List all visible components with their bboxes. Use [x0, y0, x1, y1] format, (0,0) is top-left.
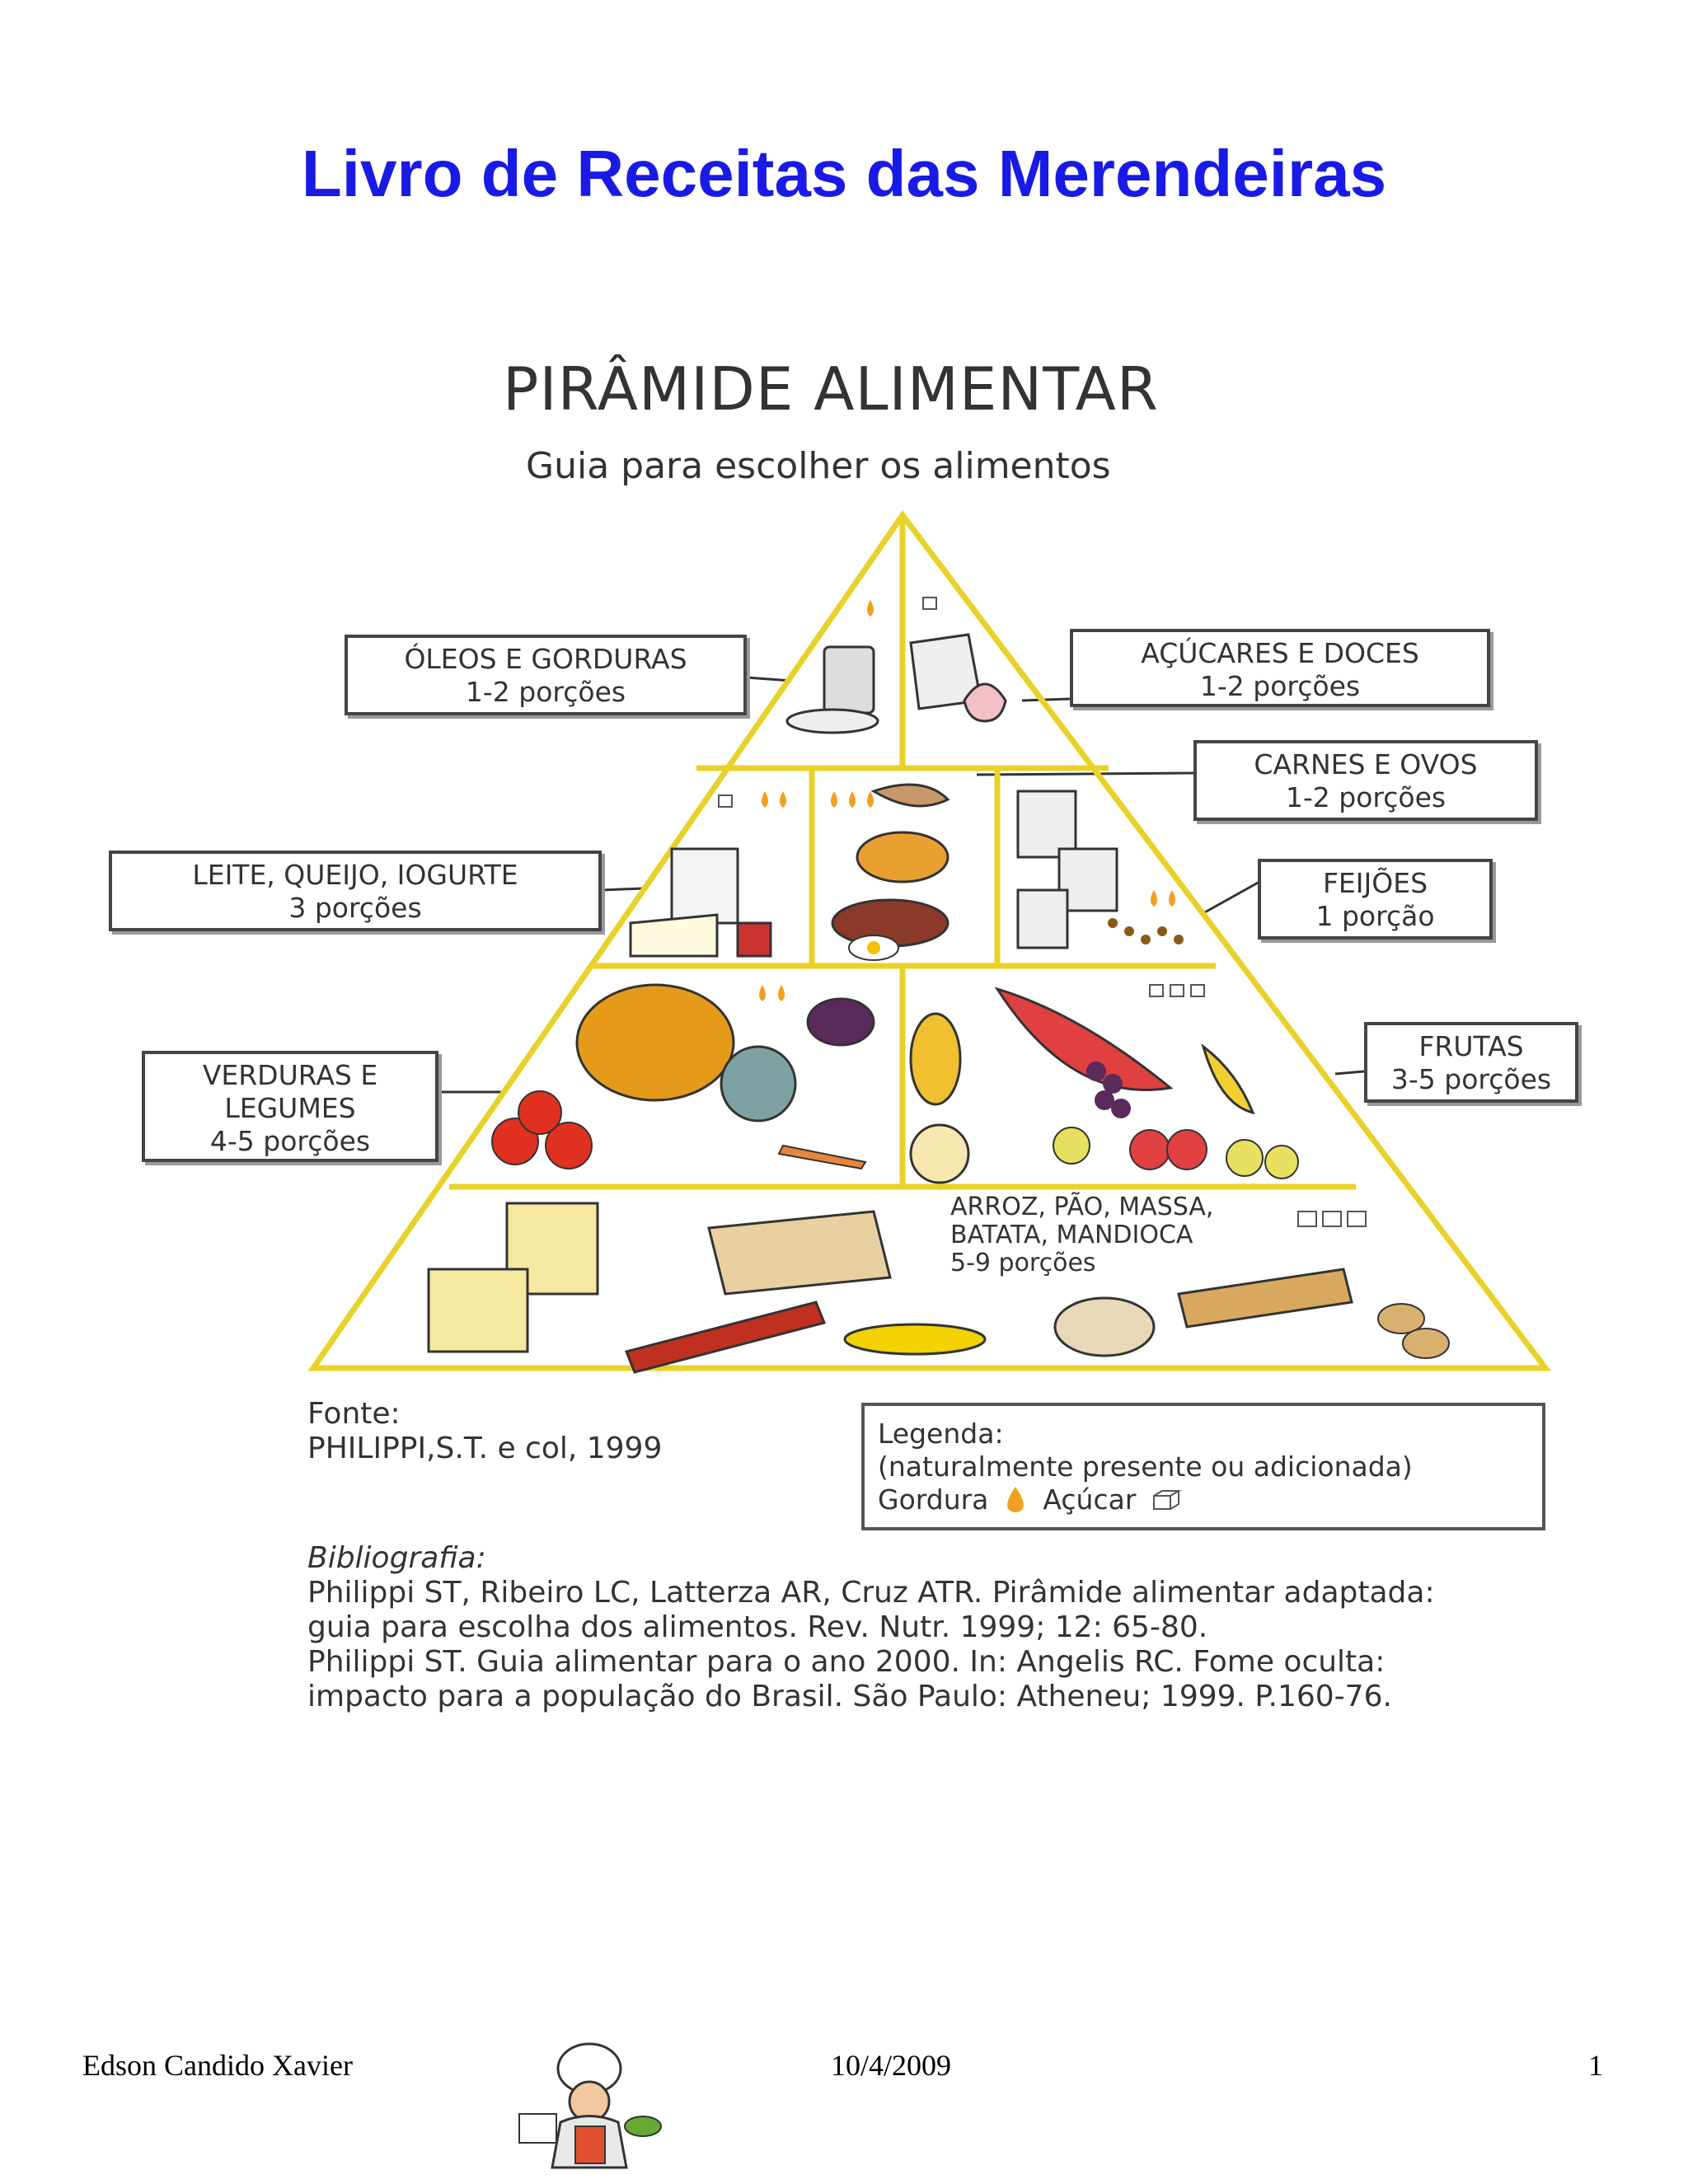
footer-page-number: 1 [1588, 2048, 1603, 2083]
grains-portions: 5-9 porções [950, 1249, 1278, 1277]
source-citation: Fonte: PHILIPPI,S.T. e col, 1999 [307, 1397, 662, 1466]
dairy-illustration [631, 849, 771, 956]
dairy-name: LEITE, QUEIJO, IOGURTE [112, 859, 598, 892]
beans-name: FEIJÕES [1261, 867, 1489, 900]
bibliography: Bibliografia: Philippi ST, Ribeiro LC, L… [307, 1541, 1643, 1714]
label-oils-fats: ÓLEOS E GORDURAS 1-2 porções [345, 635, 747, 715]
label-fruits: FRUTAS 3-5 porções [1364, 1022, 1578, 1103]
sugars-portions: 1-2 porções [1073, 670, 1487, 703]
meat-portions: 1-2 porções [1197, 781, 1535, 814]
sugar-cube-icon [1151, 1488, 1184, 1512]
footer-author: Edson Candido Xavier [82, 2048, 353, 2083]
chef-mascot-icon [503, 2036, 676, 2176]
label-vegetables: VERDURAS E LEGUMES 4-5 porções [142, 1051, 438, 1162]
legend-title: Legenda: [878, 1418, 1529, 1451]
beans-portions: 1 porção [1261, 900, 1489, 933]
grains-line1: ARROZ, PÃO, MASSA, [950, 1193, 1278, 1221]
source-text: PHILIPPI,S.T. e col, 1999 [307, 1432, 662, 1466]
bibliography-line: guia para escolha dos alimentos. Rev. Nu… [307, 1610, 1643, 1645]
bibliography-line: Philippi ST. Guia alimentar para o ano 2… [307, 1645, 1643, 1680]
legend-sugar-label: Açúcar [1043, 1483, 1136, 1516]
vegetables-line1: VERDURAS E [145, 1059, 435, 1092]
meat-name: CARNES E OVOS [1197, 748, 1535, 781]
sugar-sweets-illustration [911, 635, 1006, 721]
label-meat-eggs: CARNES E OVOS 1-2 porções [1193, 740, 1538, 821]
vegetables-portions: 4-5 porções [145, 1125, 435, 1158]
drop-icon [1003, 1485, 1028, 1515]
label-beans: FEIJÕES 1 porção [1258, 859, 1493, 940]
legend-box: Legenda: (naturalmente presente ou adici… [861, 1403, 1545, 1530]
bibliography-line: impacto para a população do Brasil. São … [307, 1680, 1643, 1714]
legend-fat-label: Gordura [878, 1483, 988, 1516]
grains-line2: BATATA, MANDIOCA [950, 1221, 1278, 1249]
oils-name: ÓLEOS E GORDURAS [348, 643, 743, 676]
vegetables-line2: LEGUMES [145, 1092, 435, 1125]
sugars-name: AÇÚCARES E DOCES [1073, 637, 1487, 670]
vegetables-illustration [492, 985, 874, 1169]
legend-row: Gordura Açúcar [878, 1483, 1529, 1516]
label-sugars-sweets: AÇÚCARES E DOCES 1-2 porções [1070, 629, 1490, 707]
beans-illustration [1018, 791, 1184, 948]
grains-illustration [429, 1203, 1449, 1372]
fruits-illustration [911, 989, 1298, 1183]
source-label: Fonte: [307, 1397, 662, 1432]
legend-note: (naturalmente presente ou adicionada) [878, 1451, 1529, 1483]
dairy-portions: 3 porções [112, 892, 598, 925]
meat-eggs-illustration [832, 785, 948, 960]
label-dairy: LEITE, QUEIJO, IOGURTE 3 porções [109, 851, 602, 931]
fruits-portions: 3-5 porções [1367, 1063, 1575, 1096]
label-grains: ARROZ, PÃO, MASSA, BATATA, MANDIOCA 5-9 … [944, 1188, 1278, 1271]
fruits-name: FRUTAS [1367, 1030, 1575, 1063]
bibliography-line: Philippi ST, Ribeiro LC, Latterza AR, Cr… [307, 1576, 1643, 1610]
oils-portions: 1-2 porções [348, 676, 743, 709]
bibliography-heading: Bibliografia: [307, 1541, 1643, 1576]
footer-date: 10/4/2009 [831, 2048, 951, 2083]
